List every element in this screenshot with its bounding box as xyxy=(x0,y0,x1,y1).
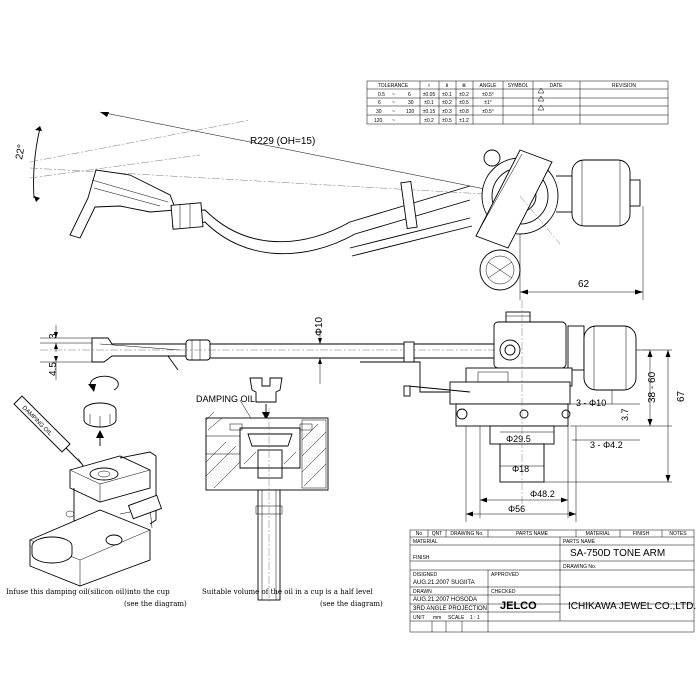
caption-left-line1: Infuse this damping oil(silicon oil)into… xyxy=(6,588,170,596)
tb-header-material: MATERIAL xyxy=(586,531,611,537)
tb-scale-value: 1 : 1 xyxy=(470,615,480,621)
tol-r0-angle: ±0.5° xyxy=(482,92,494,98)
tol-r1-c2: ±0.2 xyxy=(442,100,452,106)
tol-r0-from: 0.5 xyxy=(378,92,385,98)
tol-r1-c3: ±0.5 xyxy=(459,100,469,106)
captions: Infuse this damping oil(silicon oil)into… xyxy=(6,588,383,608)
tb-header-finish: FINISH xyxy=(633,531,650,537)
tol-r2-sep: ~ xyxy=(392,109,395,115)
tol-r0-to: 6 xyxy=(408,92,411,98)
tolerance-table: TOLERANCE Ⅰ Ⅱ Ⅲ ANGLE SYMBOL DATE REVISI… xyxy=(366,80,669,125)
tb-header-qnt: QNT xyxy=(432,531,443,537)
tol-r2-c3: ±0.8 xyxy=(459,109,469,115)
dim-62: 62 xyxy=(578,279,590,290)
oil-bottle xyxy=(13,395,71,453)
tb-brand: JELCO xyxy=(500,600,537,612)
tol-r2-from: 30 xyxy=(376,109,382,115)
tb-header-notes: NOTES xyxy=(669,531,687,537)
tol-header-angle: ANGLE xyxy=(480,83,498,89)
tol-header-2: Ⅱ xyxy=(446,83,448,89)
tb-designed-label: DISIGNED xyxy=(413,572,438,578)
tol-r3-c1: ±0.2 xyxy=(424,118,434,124)
dim-3-phi4-2: 3 - Φ4.2 xyxy=(590,440,623,450)
side-view: 3 4.5 Φ10 3 - Φ10 3.7 xyxy=(40,300,687,522)
tol-r1-sep: ~ xyxy=(392,100,395,106)
tb-projection: 3RD ANGLE PROJECTION xyxy=(413,606,487,612)
tb-company: ICHIKAWA JEWEL CO.,LTD. xyxy=(568,601,696,612)
dia-48-2: Φ48.2 xyxy=(530,489,555,499)
tol-header-3: Ⅲ xyxy=(462,83,465,89)
tol-r1-c1: ±0.1 xyxy=(424,100,434,106)
tol-r0-c2: ±0.1 xyxy=(442,92,452,98)
tol-header-revision: REVISION xyxy=(612,83,636,89)
tol-r1-to: 30 xyxy=(408,100,414,106)
dia-56: Φ56 xyxy=(508,504,525,514)
tb-header-no: No xyxy=(416,531,423,537)
top-view: 22° R229 (OH=15) xyxy=(14,111,644,300)
tol-r2-to: 120 xyxy=(406,109,415,115)
tol-r3-from: 120 xyxy=(374,118,383,124)
tb-header-parts-name: PARTS NAME xyxy=(516,531,549,537)
tol-r2-c1: ±0.15 xyxy=(423,109,436,115)
tb-unit-label: UNIT xyxy=(413,615,425,621)
dia-18: Φ18 xyxy=(512,464,529,474)
dia-29-5: Φ29.5 xyxy=(506,434,531,444)
tol-r3-sep: ~ xyxy=(392,118,395,124)
bottle-label: DAMPING OIL xyxy=(21,405,54,438)
damping-illustration: DAMPING OIL xyxy=(13,375,163,587)
tb-scale-label: SCALE xyxy=(448,615,465,621)
damping-section: DAMPING OIL xyxy=(196,377,329,604)
tol-r2-angle: ±0.5° xyxy=(482,109,494,115)
title-block: No QNT DRAWING No. PARTS NAME MATERIAL F… xyxy=(409,529,696,633)
dim-4-5: 4.5 xyxy=(48,362,59,376)
tb-header-drawing-no: DRAWING No. xyxy=(450,531,483,537)
tb-drawing-no-label: DRAWING No. xyxy=(563,564,596,570)
caption-right-line2: (see the diagram) xyxy=(320,600,383,608)
tb-unit-value: mm xyxy=(433,615,441,621)
dia-10: Φ10 xyxy=(314,316,325,336)
tb-designed-value: AUG.21.2007 SUGIITA xyxy=(413,580,475,586)
tol-header-1: Ⅰ xyxy=(428,83,429,89)
tol-r0-c3: ±0.2 xyxy=(459,92,469,98)
dim-3: 3 xyxy=(48,333,59,339)
tol-header-date: DATE xyxy=(550,83,564,89)
tol-r0-c1: ±0.05 xyxy=(423,92,436,98)
tb-drawn-label: DRAWN xyxy=(413,589,432,595)
tb-finish-label: FINISH xyxy=(413,555,430,561)
tb-checked-label: CHECKED xyxy=(491,589,516,595)
tb-material-label: MATERIAL xyxy=(413,539,438,545)
tol-header-tolerance: TOLERANCE xyxy=(378,83,409,89)
tol-r0-sep: ~ xyxy=(392,92,395,98)
tol-r2-c2: ±0.3 xyxy=(442,109,452,115)
revision-triangle-icon xyxy=(537,87,545,111)
dim-38-60: 38 - 60 xyxy=(647,371,658,403)
dim-3-7: 3.7 xyxy=(620,408,630,421)
radius-label: R229 (OH=15) xyxy=(250,136,315,147)
caption-left-line2: (see the diagram) xyxy=(124,600,187,608)
angle-arc xyxy=(33,127,41,199)
tol-r1-from: 6 xyxy=(378,100,381,106)
angle-label: 22° xyxy=(14,144,27,161)
tol-r3-c3: ±1.2 xyxy=(459,118,469,124)
tol-r3-c2: ±0.5 xyxy=(442,118,452,124)
dim-67: 67 xyxy=(676,390,687,402)
tol-header-symbol: SYMBOL xyxy=(508,83,529,89)
tol-r1-angle: ±1° xyxy=(484,100,492,106)
up-arrow-icon xyxy=(96,430,104,438)
tb-drawn-value: AUG.21.2007 HOSODA xyxy=(413,597,477,603)
tb-parts-name: SA-750D TONE ARM xyxy=(570,548,665,559)
caption-right-line1: Suitable volume of the oil in a cup is a… xyxy=(202,588,373,596)
damping-oil-label: DAMPING OIL xyxy=(196,394,255,404)
tb-parts-name-label: PARTS NAME xyxy=(563,539,596,545)
dim-3-phi10: 3 - Φ10 xyxy=(576,398,606,408)
rotate-arrow-icon xyxy=(89,375,119,391)
tb-approved-label: APPROVED xyxy=(491,572,519,578)
